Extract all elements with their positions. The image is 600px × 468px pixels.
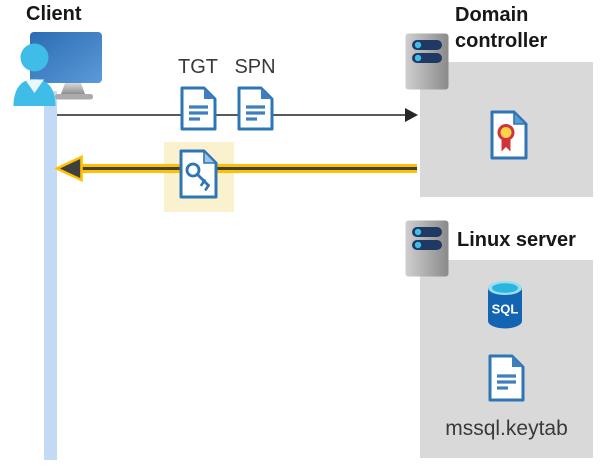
key-document-icon [179, 149, 218, 199]
keytab-document-icon [488, 354, 525, 402]
domain-controller-label: Domain controller [455, 4, 548, 52]
client-monitor-user-icon [8, 30, 108, 108]
tgt-label: TGT [178, 56, 218, 78]
sql-badge-text: SQL [492, 302, 519, 317]
response-arrowhead-icon [55, 155, 83, 182]
response-arrow-core [78, 167, 417, 170]
spn-label: SPN [234, 56, 276, 78]
response-arrow-line [78, 164, 417, 173]
spn-document-icon [237, 86, 274, 131]
tgt-document-icon [180, 86, 217, 131]
sql-database-icon: SQL [486, 280, 524, 330]
linux-server-rack-icon [405, 220, 449, 277]
request-arrow-line [57, 114, 407, 116]
domain-controller-server-icon [405, 33, 449, 90]
client-label: Client [26, 3, 82, 25]
linux-server-label: Linux server [457, 229, 576, 251]
certificate-document-icon [490, 110, 528, 160]
client-lifeline-bar [44, 91, 57, 460]
request-arrowhead-icon [405, 108, 418, 122]
keytab-filename-label: mssql.keytab [445, 417, 568, 440]
